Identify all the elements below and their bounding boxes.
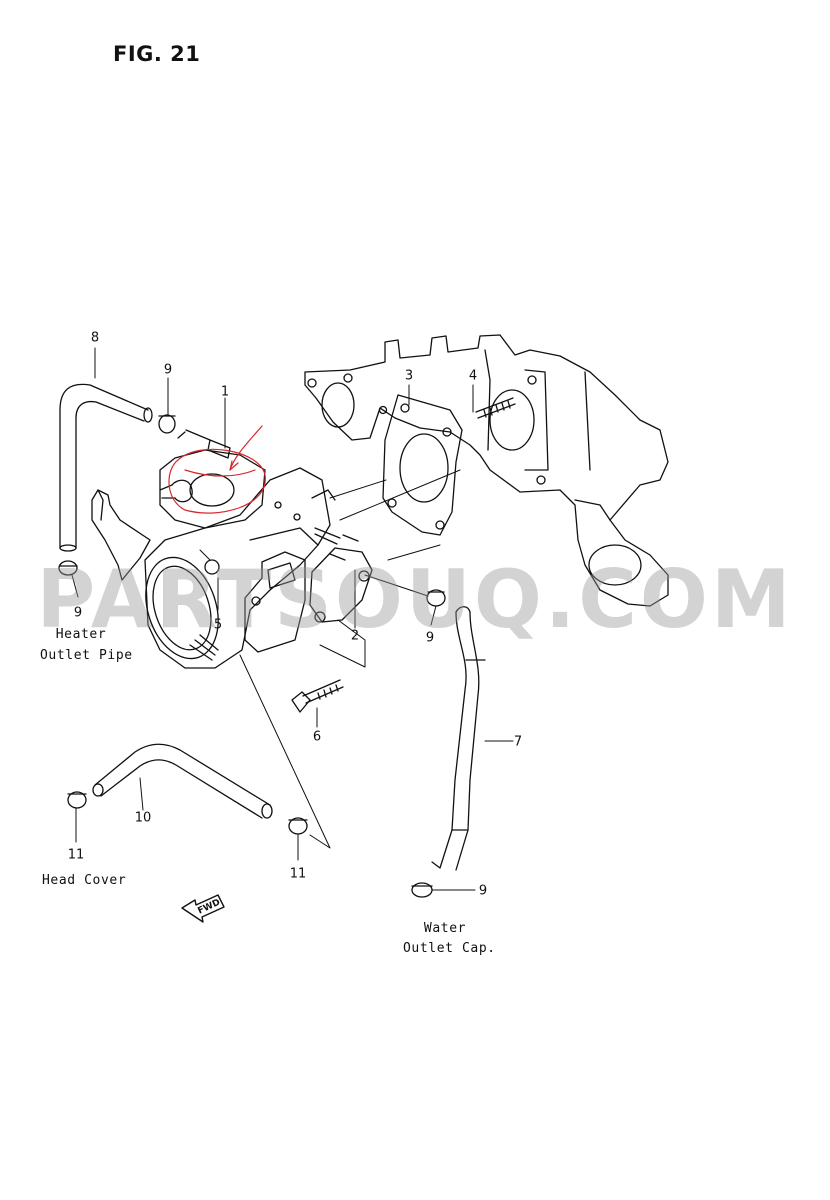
callout-6[interactable]: 6	[312, 729, 322, 745]
callout-9[interactable]: 9	[73, 605, 83, 621]
callout-8[interactable]: 8	[90, 330, 100, 346]
stud-bolt	[475, 397, 516, 419]
callout-4[interactable]: 4	[468, 368, 478, 384]
hose-clamps	[58, 414, 446, 898]
note-water-outlet-cap-2: Outlet Cap.	[403, 939, 496, 959]
note-line: Outlet Pipe	[40, 648, 133, 663]
hose-head-cover	[92, 743, 273, 819]
callout-5[interactable]: 5	[213, 617, 223, 633]
note-heater-outlet-pipe: Heater	[42, 625, 120, 645]
note-water-outlet-cap: Water	[404, 919, 486, 939]
hose-heater-outlet	[59, 383, 153, 552]
hose-water-outlet	[431, 606, 486, 871]
mounting-bracket	[91, 489, 151, 581]
leader-lines	[71, 347, 514, 891]
callout-2[interactable]: 2	[350, 628, 360, 644]
callout-9[interactable]: 9	[163, 362, 173, 378]
figure-title: FIG. 21	[113, 42, 201, 66]
dowel-pins	[314, 527, 359, 545]
callout-3[interactable]: 3	[404, 368, 414, 384]
note-line: Heater	[55, 627, 107, 642]
note-heater-outlet-pipe-2: Outlet Pipe	[40, 646, 133, 666]
callout-11[interactable]: 11	[289, 866, 307, 882]
fwd-arrow-icon: FWD	[181, 894, 225, 923]
callout-7[interactable]: 7	[513, 734, 523, 750]
note-head-cover: Head Cover	[42, 871, 126, 891]
guide-lines	[199, 469, 461, 849]
callout-11[interactable]: 11	[67, 847, 85, 863]
throttle-body	[144, 429, 336, 669]
connector-module	[244, 551, 306, 653]
watermark-text: PARTSOUQ.COM	[36, 553, 794, 646]
callout-9[interactable]: 9	[425, 630, 435, 646]
intake-manifold	[304, 334, 669, 607]
callout-10[interactable]: 10	[134, 810, 152, 826]
bolt	[291, 679, 344, 713]
callout-9[interactable]: 9	[478, 883, 488, 899]
note-line: Outlet Cap.	[403, 941, 496, 956]
gasket	[382, 394, 463, 536]
note-line: Water	[423, 921, 467, 936]
note-line: Head Cover	[42, 873, 127, 888]
red-markup	[168, 425, 266, 514]
callout-1[interactable]: 1	[220, 384, 230, 400]
throttle-sensor	[309, 547, 373, 623]
